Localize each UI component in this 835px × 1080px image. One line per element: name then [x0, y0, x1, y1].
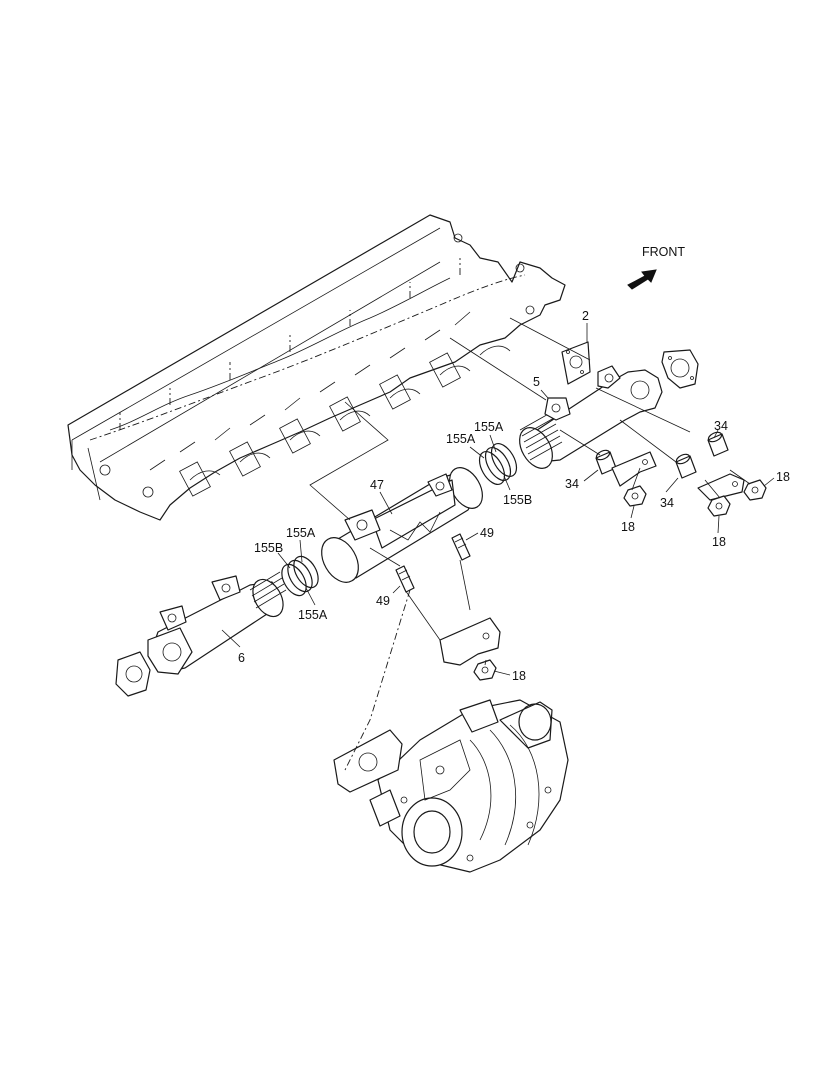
seal-rings-left	[281, 555, 319, 597]
label-155a-top-b: 155A	[446, 432, 476, 446]
leader-lines	[221, 323, 775, 676]
brackets	[439, 451, 745, 666]
front-label: FRONT	[642, 245, 685, 259]
label-49-lower: 49	[376, 594, 390, 608]
front-exhaust-pipe	[519, 365, 663, 469]
label-47: 47	[370, 478, 384, 492]
cylinder-head	[67, 214, 566, 521]
flange-gasket-left	[115, 651, 151, 697]
studs	[395, 533, 471, 593]
label-18-center-a: 18	[621, 520, 635, 534]
label-34-right: 34	[660, 496, 674, 510]
turbocharger	[369, 699, 569, 873]
rear-exhaust-pipe	[147, 571, 287, 675]
label-6: 6	[238, 651, 245, 665]
nuts	[473, 479, 767, 681]
label-49-right: 49	[480, 526, 494, 540]
label-155b-left: 155B	[254, 541, 283, 555]
front-arrow-icon	[627, 269, 657, 290]
label-155b-top: 155B	[503, 493, 532, 507]
label-2: 2	[582, 309, 589, 323]
assembly-lines	[309, 317, 751, 771]
label-18-center-b: 18	[712, 535, 726, 549]
label-155a-left-a: 155A	[286, 526, 316, 540]
part-labels: 2 5 47 6 155A 155A 155B 155A 155B 155A 4…	[238, 309, 790, 683]
label-34-top: 34	[714, 419, 728, 433]
label-18-right: 18	[776, 470, 790, 484]
center-exhaust-pipe	[321, 467, 483, 583]
turbo-gasket	[333, 729, 403, 793]
label-155a-left-b: 155A	[298, 608, 328, 622]
front-orientation-marker: FRONT	[627, 245, 685, 290]
gasket-front	[561, 341, 591, 385]
seal-rings-top	[478, 443, 518, 485]
label-18-lower: 18	[512, 669, 526, 683]
spacers	[595, 431, 729, 479]
label-155a-top-a: 155A	[474, 420, 504, 434]
flange-gasket-right	[661, 349, 699, 389]
label-34-left: 34	[565, 477, 579, 491]
label-5: 5	[533, 375, 540, 389]
